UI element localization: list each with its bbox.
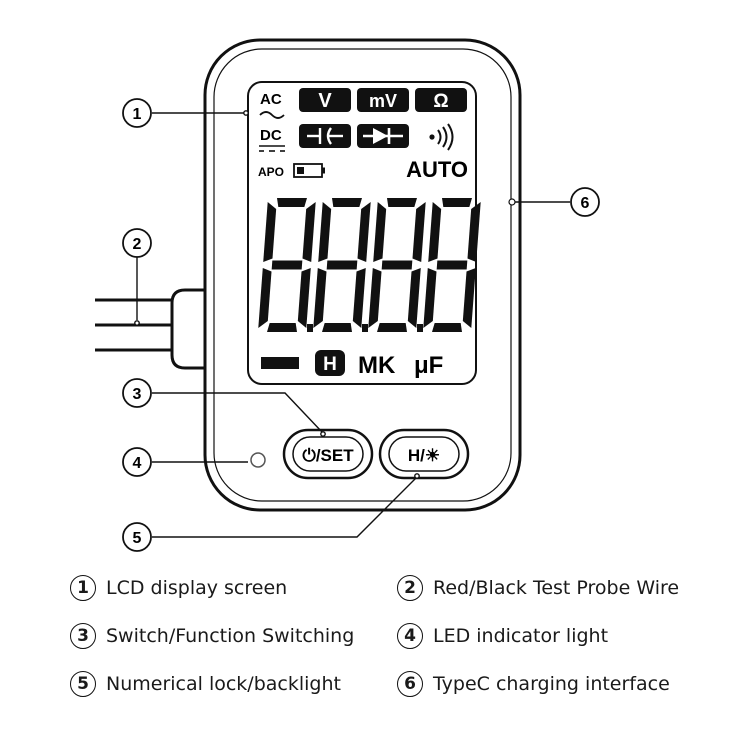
segment-d [377, 323, 407, 332]
decimal-point [417, 324, 423, 332]
callout-1: 1 [122, 98, 152, 128]
mode-v-box [299, 88, 351, 112]
units-mk: MK [358, 352, 396, 379]
svg-text:4: 4 [133, 455, 142, 472]
segment-b [302, 202, 316, 262]
mode-ohm-label: Ω [433, 91, 448, 112]
minus-sign [261, 357, 299, 369]
legend-item-1: 1 LCD display screen [70, 575, 287, 601]
segment-c [352, 268, 366, 328]
segment-d [432, 323, 462, 332]
typec-port-marker [508, 198, 516, 206]
power-set-label: ⏻/SET [302, 446, 354, 465]
segment-g [436, 260, 468, 270]
continuity-sound-icon [429, 123, 454, 151]
legend-text: Numerical lock/backlight [106, 673, 341, 695]
apo-label: APO [258, 165, 284, 179]
units-uf: μF [414, 352, 443, 379]
segment-c [407, 268, 421, 328]
legend-item-4: 4 LED indicator light [397, 623, 608, 649]
segment-f [318, 202, 332, 262]
leader-lines [134, 110, 570, 538]
decimal-point [307, 324, 313, 332]
segment-a [332, 198, 362, 207]
device-inner-bezel [213, 48, 512, 502]
svg-text:2: 2 [133, 236, 142, 253]
segment-g [381, 260, 413, 270]
diode-icon [363, 128, 403, 144]
segment-f [263, 202, 277, 262]
lcd-digit-1 [258, 198, 316, 332]
legend-text: TypeC charging interface [433, 673, 670, 695]
segment-b [412, 202, 426, 262]
capacitor-icon [307, 127, 343, 145]
led-indicator [250, 452, 266, 468]
legend-text: LED indicator light [433, 625, 609, 647]
segment-b [467, 202, 481, 262]
hold-backlight-label: H/☀ [408, 446, 440, 465]
legend-item-6: 6 TypeC charging interface [397, 671, 670, 697]
svg-text:5: 5 [133, 530, 142, 547]
svg-text:1: 1 [133, 106, 142, 123]
hold-backlight-button[interactable]: H/☀ [378, 428, 470, 480]
hold-icon-label: H [323, 354, 337, 375]
legend-item-5: 5 Numerical lock/backlight [70, 671, 341, 697]
segment-a [442, 198, 472, 207]
segment-c [297, 268, 311, 328]
ac-wave-icon [259, 111, 285, 119]
segment-d [322, 323, 352, 332]
callout-6: 6 [570, 187, 600, 217]
callout-2: 2 [122, 228, 152, 258]
segment-e [368, 268, 382, 328]
dc-lines-icon [259, 145, 285, 152]
segment-f [428, 202, 442, 262]
decimal-point [362, 324, 368, 332]
legend-text: LCD display screen [106, 577, 288, 599]
segment-a [387, 198, 417, 207]
power-set-button[interactable]: ⏻/SET [282, 428, 374, 480]
legend-item-2: 2 Red/Black Test Probe Wire [397, 575, 679, 601]
svg-text:3: 3 [133, 386, 142, 403]
segment-f [373, 202, 387, 262]
auto-label: AUTO [406, 157, 468, 182]
segment-b [357, 202, 371, 262]
battery-icon [293, 163, 325, 178]
segment-a [277, 198, 307, 207]
segment-c [462, 268, 476, 328]
segment-d [267, 323, 297, 332]
segment-g [271, 260, 303, 270]
dc-label: DC [260, 127, 282, 144]
mode-v-label: V [318, 90, 332, 112]
mode-mv-label: mV [369, 91, 397, 111]
lcd-digit-2 [313, 198, 371, 332]
multimeter-diagram: AC DC V mV Ω APO AUTO [95, 38, 600, 552]
legend-item-3: 3 Switch/Function Switching [70, 623, 354, 649]
lcd-digit-3 [368, 198, 426, 332]
svg-text:6: 6 [581, 195, 590, 212]
callout-5: 5 [122, 522, 152, 552]
segment-e [258, 268, 272, 328]
legend-text: Red/Black Test Probe Wire [433, 577, 680, 599]
segment-g [326, 260, 358, 270]
segment-e [313, 268, 327, 328]
lcd-digit-4 [423, 198, 481, 332]
callout-3: 3 [122, 378, 152, 408]
callout-4: 4 [122, 447, 152, 477]
mode-mv-box [357, 88, 409, 112]
segment-e [423, 268, 437, 328]
legend-text: Switch/Function Switching [106, 625, 355, 647]
mode-ohm-box [415, 88, 467, 112]
ac-label: AC [260, 91, 282, 108]
lcd-digits [258, 198, 481, 332]
capacitor-mode-box [299, 124, 351, 148]
hold-icon-box [315, 350, 345, 376]
probe-connector [170, 288, 205, 370]
